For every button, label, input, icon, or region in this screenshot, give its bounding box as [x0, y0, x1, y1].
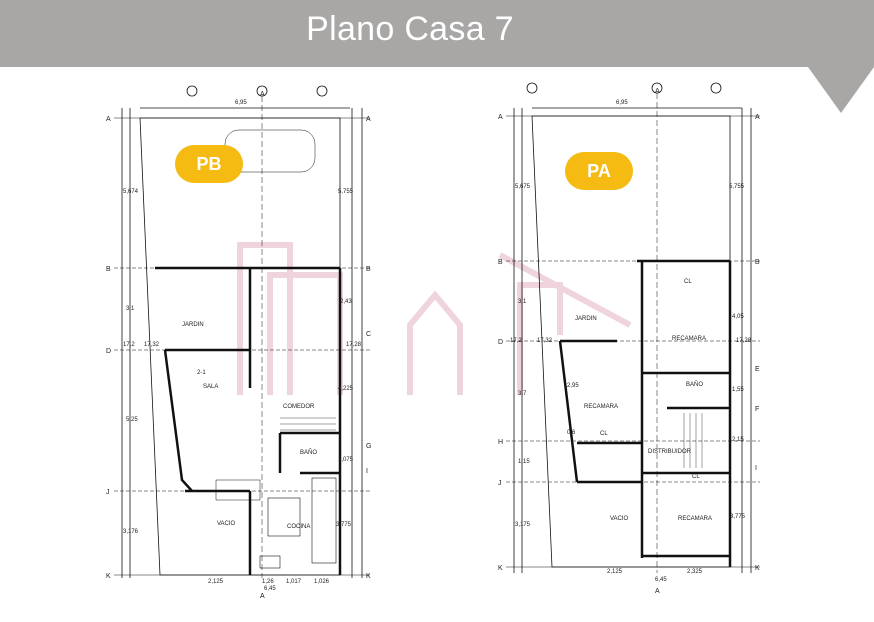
dim-left-b-d: 3,1: [126, 306, 135, 312]
axis-label: B: [106, 266, 111, 273]
axis-label: C: [366, 331, 371, 338]
room-bedroom-3: RECAMARA: [678, 516, 712, 522]
axis-label: A: [260, 593, 265, 600]
ground-floor-badge: PB: [175, 145, 243, 183]
axis-label: E: [755, 366, 760, 373]
axis-label: A: [755, 114, 760, 121]
dim-top-width: 6,95: [616, 100, 628, 106]
dim-inner-06: 0,6: [567, 430, 576, 436]
axis-label: B: [498, 259, 503, 266]
axis-label: J: [106, 489, 110, 496]
axis-label: K: [106, 573, 111, 580]
room-closet-2: CL: [600, 431, 608, 437]
room-void: VACIO: [610, 516, 629, 522]
dim-bottom-3: 1,017: [286, 579, 302, 585]
banner-arrow-decoration: [808, 67, 874, 113]
ground-floor-plan: 6,95 5,674 5,755 3,1 17,2 17,32 17,28 5,…: [106, 85, 371, 600]
room-bath: BAÑO: [300, 449, 317, 456]
axis-label: I: [366, 468, 368, 475]
dim-right-c-g: 4,225: [338, 386, 354, 392]
axis-label: G: [366, 443, 371, 450]
axis-label: B: [366, 266, 371, 273]
axis-bubble: [316, 85, 328, 97]
dim-right-total: 17,28: [736, 338, 752, 344]
dim-right-a-b: 5,755: [338, 189, 354, 195]
axis-label: A: [655, 88, 660, 95]
dim-inner-d: 17,32: [537, 338, 553, 344]
axis-bubble: [186, 85, 198, 97]
dim-right-a-b: 5,755: [729, 184, 745, 190]
dim-inner-295: 2,95: [567, 383, 579, 389]
room-garden: JARDIN: [182, 322, 204, 328]
axis-label: A: [655, 588, 660, 595]
room-garden: JARDIN: [575, 316, 597, 322]
room-closet-1: CL: [684, 279, 692, 285]
dim-right-g-i: 1,075: [338, 457, 354, 463]
room-bedroom-1: RECAMARA: [672, 336, 706, 342]
dim-top-width: 6,95: [235, 100, 247, 106]
axis-label: A: [106, 116, 111, 123]
dim-right-f-i: 2,15: [732, 437, 744, 443]
dim-right-e-f: 1,55: [732, 387, 744, 393]
axis-label: A: [366, 116, 371, 123]
dim-left-j-k: 3,175: [515, 522, 531, 528]
dim-bottom-4: 1,026: [314, 579, 330, 585]
dim-left-j-k: 3,176: [123, 529, 139, 535]
room-dining: COMEDOR: [283, 404, 315, 410]
axis-label: K: [366, 573, 371, 580]
dim-left-b-d: 3,1: [518, 299, 527, 305]
room-bath: BAÑO: [686, 381, 703, 388]
dim-right-i-k: 3,775: [730, 514, 746, 520]
dim-left-d-j: 5,25: [126, 417, 138, 423]
axis-label: J: [498, 480, 502, 487]
dim-bottom-2: 2,325: [687, 569, 703, 575]
stair-label: 2-1: [197, 370, 206, 376]
axis-label: A: [498, 114, 503, 121]
axis-label: I: [755, 465, 757, 472]
axis-label: B: [755, 259, 760, 266]
dim-right-b-e: 4,05: [732, 314, 744, 320]
axis-label: D: [498, 339, 503, 346]
dim-left-a-b: 5,674: [123, 189, 139, 195]
room-closet-3: CL: [692, 474, 700, 480]
dim-left-total: 17,2: [510, 338, 522, 344]
room-living: SALA: [203, 384, 218, 390]
axis-label: A: [260, 91, 265, 98]
upper-floor-badge: PA: [565, 152, 633, 190]
dim-inner-d: 17,32: [144, 342, 160, 348]
dim-left-d-h: 3,7: [518, 391, 527, 397]
axis-label: K: [498, 565, 503, 572]
room-hall: DISTRIBUIDOR: [648, 449, 692, 455]
dim-bottom-total: 6,45: [655, 577, 667, 583]
dim-right-total: 17,28: [346, 342, 362, 348]
dim-left-total: 17,2: [123, 342, 135, 348]
room-bedroom-2: RECAMARA: [584, 404, 618, 410]
title-banner: [0, 0, 874, 67]
dim-bottom-1: 2,125: [208, 579, 224, 585]
dim-right-b-c: 2,43: [340, 299, 352, 305]
axis-label: D: [106, 348, 111, 355]
dim-bottom-1: 2,125: [607, 569, 623, 575]
page-title: Plano Casa 7: [306, 10, 514, 48]
room-void: VACIO: [217, 521, 236, 527]
dim-right-i-k: 3,775: [336, 522, 352, 528]
axis-label: K: [755, 565, 760, 572]
axis-label: H: [498, 439, 503, 446]
dim-left-h-j: 1,15: [518, 459, 530, 465]
dim-bottom-total: 6,45: [264, 586, 276, 592]
dim-bottom-2: 1,26: [262, 579, 274, 585]
axis-label: F: [755, 406, 759, 413]
dim-left-a-b: 5,675: [515, 184, 531, 190]
upper-floor-plan: 6,95 5,675 5,755 3,1 17,2 17,32 17,28 3,…: [498, 82, 760, 595]
room-kitchen: COCINA: [287, 524, 310, 530]
